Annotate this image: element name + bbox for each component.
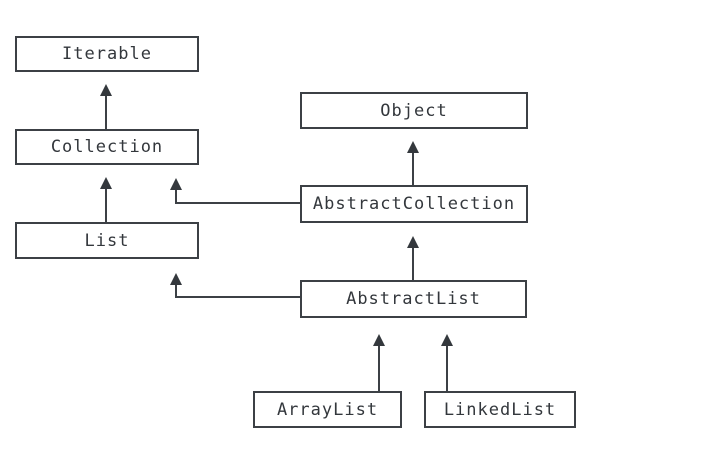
inheritance-arrowhead-icon <box>407 141 419 153</box>
class-node-label: Iterable <box>62 44 152 64</box>
inheritance-arrowhead-icon <box>441 334 453 346</box>
edge-list-to-collection <box>100 177 112 223</box>
class-node-label: ArrayList <box>276 399 379 420</box>
edge-abstractcollection-to-object <box>407 141 419 186</box>
inheritance-arrowhead-icon <box>407 236 419 248</box>
edge-linkedlist-to-abstractlist <box>441 334 453 392</box>
inheritance-arrowhead-icon <box>100 177 112 189</box>
class-node-label: LinkedList <box>443 399 557 420</box>
class-node-label: Collection <box>50 137 164 157</box>
class-node-array-list: ArrayList <box>253 391 402 428</box>
class-node-abstract-collection: AbstractCollection <box>300 185 528 223</box>
edge-collection-to-iterable <box>100 84 112 130</box>
class-node-abstract-list: AbstractList <box>300 280 527 318</box>
edge-line <box>175 284 302 298</box>
class-node-object: Object <box>300 92 528 129</box>
inheritance-arrowhead-icon <box>170 178 182 190</box>
edge-abstractlist-to-abstractcollection <box>407 236 419 281</box>
edge-arraylist-to-abstractlist <box>373 334 385 392</box>
class-node-label: Object <box>380 100 448 121</box>
edge-line <box>175 189 302 204</box>
class-node-collection: Collection <box>15 129 199 165</box>
class-node-label: List <box>84 230 130 251</box>
inheritance-arrowhead-icon <box>373 334 385 346</box>
class-node-linked-list: LinkedList <box>424 391 576 428</box>
class-node-label: AbstractCollection <box>312 194 516 214</box>
class-node-iterable: Iterable <box>15 36 199 72</box>
inheritance-arrowhead-icon <box>100 84 112 96</box>
class-node-list: List <box>15 222 199 259</box>
inheritance-arrowhead-icon <box>170 273 182 285</box>
edge-abstractlist-to-list <box>170 273 302 298</box>
class-node-label: AbstractList <box>346 289 481 309</box>
edge-abstractcollection-to-collection <box>170 178 302 204</box>
